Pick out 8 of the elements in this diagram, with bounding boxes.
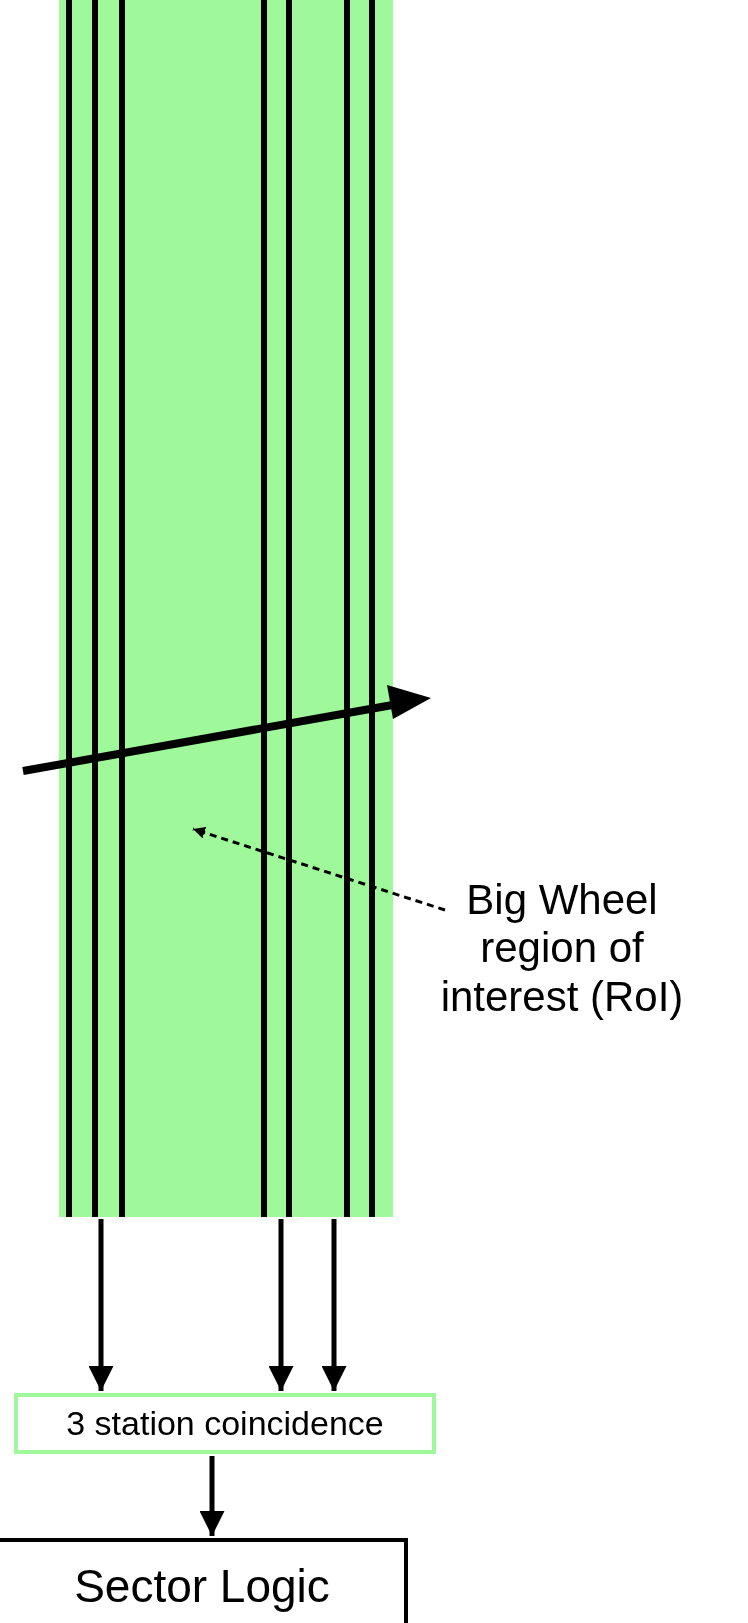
callout-text: Big Wheel region of interest (RoI) bbox=[439, 876, 685, 1021]
arrow bbox=[199, 1456, 225, 1536]
arrow bbox=[321, 1219, 347, 1391]
process-box: 3 station coincidence bbox=[14, 1393, 436, 1454]
arrow bbox=[268, 1219, 294, 1391]
process-box: Sector Logic bbox=[0, 1538, 408, 1623]
leader-line bbox=[192, 826, 446, 912]
arrow bbox=[88, 1219, 114, 1391]
